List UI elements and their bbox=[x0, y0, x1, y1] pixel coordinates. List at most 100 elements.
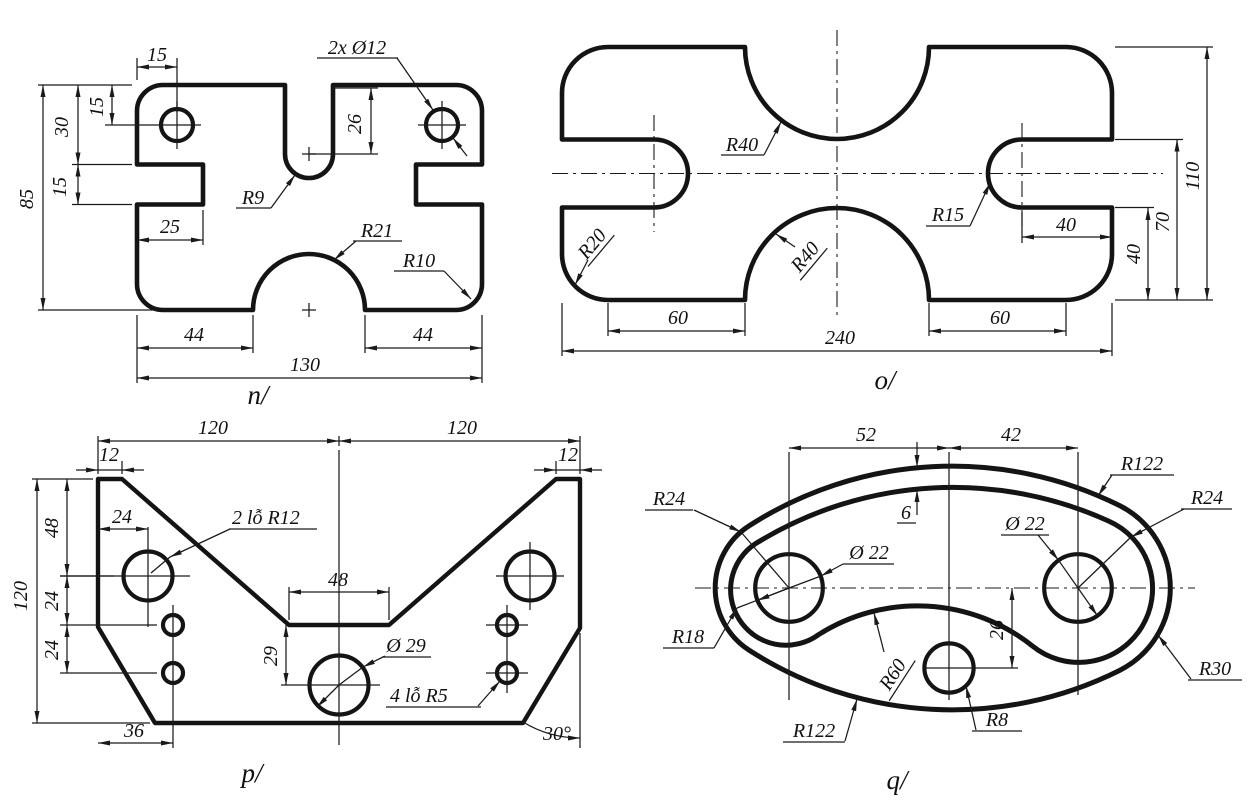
radius-callout: R40 bbox=[786, 238, 824, 278]
diameter-line bbox=[788, 575, 822, 589]
dim-text: 15 bbox=[86, 97, 108, 117]
part-n-view: 15 15 30 15 85 25 26 44 44 130 2x Ø12 R9… bbox=[16, 37, 485, 410]
leader-line bbox=[396, 57, 434, 111]
dim-text: 6 bbox=[901, 502, 911, 524]
part-label: o/ bbox=[874, 365, 898, 395]
radius-callout-rotated: R20 bbox=[573, 225, 615, 267]
dim-text: 44 bbox=[413, 324, 433, 346]
dim-text: 12 bbox=[558, 444, 578, 466]
inner-contour bbox=[728, 484, 1156, 665]
part-outline bbox=[134, 82, 485, 313]
diameter-arrow bbox=[1077, 587, 1098, 617]
leader-line bbox=[443, 270, 472, 300]
dim-text: 44 bbox=[184, 324, 204, 346]
leader-line bbox=[452, 137, 468, 157]
dim-text: 36 bbox=[123, 720, 144, 742]
dim-text: 29 bbox=[260, 646, 282, 666]
angle-arc bbox=[522, 721, 581, 741]
label-underlines bbox=[721, 154, 970, 227]
radius-callout: R8 bbox=[985, 709, 1008, 731]
leader-line bbox=[169, 528, 231, 558]
dim-text: 60 bbox=[668, 307, 688, 329]
dim-text: 240 bbox=[825, 327, 855, 349]
radius-callout: R10 bbox=[402, 250, 435, 272]
leader-line bbox=[775, 233, 796, 248]
dim-text: 15 bbox=[147, 44, 167, 66]
diameter-line bbox=[1058, 559, 1079, 589]
leader-line bbox=[574, 259, 589, 286]
dim-text: 24 bbox=[41, 591, 63, 611]
dim-text: 24 bbox=[112, 506, 132, 528]
dim-text: 85 bbox=[16, 189, 38, 209]
dim-text: 120 bbox=[10, 581, 32, 611]
label-underlines bbox=[236, 57, 444, 272]
leader-line bbox=[873, 612, 885, 653]
dim-text: 24 bbox=[41, 640, 63, 660]
radius-callout: R24 bbox=[1190, 487, 1223, 509]
leader-line bbox=[1097, 474, 1113, 497]
leader-line bbox=[333, 240, 357, 261]
leader-line bbox=[713, 607, 738, 649]
leader-line bbox=[844, 698, 858, 742]
dim-text: 120 bbox=[198, 417, 228, 439]
dim-text: 15 bbox=[49, 177, 71, 197]
dim-text: 26 bbox=[986, 620, 1008, 640]
leader-tail bbox=[150, 556, 171, 574]
label-underline bbox=[587, 234, 615, 267]
radius-callout: R20 bbox=[573, 225, 611, 265]
angle-text: 30° bbox=[542, 723, 571, 745]
leader-line bbox=[763, 121, 782, 156]
dim-text: 48 bbox=[328, 569, 348, 591]
label-underlines bbox=[645, 474, 1242, 743]
leader-line bbox=[270, 174, 296, 209]
diameter-callout: Ø 22 bbox=[1004, 513, 1044, 535]
leader-line bbox=[820, 563, 844, 577]
leader-line bbox=[1130, 508, 1185, 538]
hole-callout: 2x Ø12 bbox=[328, 37, 386, 59]
dim-text: 70 bbox=[1152, 212, 1174, 232]
centerlines-crosshairs bbox=[60, 450, 564, 748]
dim-text: 25 bbox=[160, 216, 180, 238]
label-underline bbox=[888, 660, 916, 702]
centerlines bbox=[552, 30, 1163, 317]
leader-ray bbox=[1077, 536, 1132, 589]
dim-text: 26 bbox=[344, 114, 366, 134]
dim-text: 40 bbox=[1056, 214, 1076, 236]
part-label: p/ bbox=[239, 758, 265, 788]
radius-callout-rotated: R40 bbox=[786, 238, 828, 281]
radius-callout: R40 bbox=[725, 134, 758, 156]
leader-ray bbox=[740, 531, 790, 589]
radius-callout: R122 bbox=[1120, 453, 1163, 475]
extension-lines bbox=[561, 46, 1213, 356]
leader-line bbox=[965, 685, 977, 731]
radius-callout-rotated: R60 bbox=[874, 655, 916, 702]
radius-callout: R122 bbox=[792, 720, 835, 742]
dim-text: 42 bbox=[1001, 424, 1021, 446]
radius-callout: R15 bbox=[931, 204, 964, 226]
radius-callout: R30 bbox=[1198, 658, 1231, 680]
extension-lines bbox=[788, 452, 1079, 700]
leader-line bbox=[1157, 634, 1192, 680]
holes-note: 4 lỗ R5 bbox=[390, 685, 448, 707]
label-underlines bbox=[229, 528, 481, 708]
radius-callout: R9 bbox=[241, 187, 264, 209]
dim-text: 52 bbox=[856, 424, 876, 446]
dim-text: 30 bbox=[51, 117, 73, 138]
diameter-line bbox=[338, 666, 364, 686]
radius-callout: R24 bbox=[652, 488, 685, 510]
part-q-view: 52 42 6 26 Ø 22 Ø 22 R24 R24 R18 R122 R3… bbox=[645, 424, 1242, 795]
radius-callout: R18 bbox=[671, 626, 704, 648]
part-p-view: 120 120 12 12 48 24 24 120 24 36 48 29 Ø… bbox=[10, 417, 602, 788]
diameter-callout: Ø 22 bbox=[848, 542, 888, 564]
dim-text: 40 bbox=[1123, 244, 1145, 264]
dim-text: 130 bbox=[290, 354, 320, 376]
leader-line bbox=[969, 182, 991, 227]
part-o-view: 60 60 240 40 40 70 110 R40 R15 R20 R40 o… bbox=[552, 30, 1213, 395]
dim-text: 12 bbox=[99, 444, 119, 466]
leader-line bbox=[362, 655, 386, 668]
diameter-arrow bbox=[316, 684, 340, 708]
part-outline bbox=[95, 476, 583, 726]
diameter-callout: Ø 29 bbox=[385, 635, 425, 657]
